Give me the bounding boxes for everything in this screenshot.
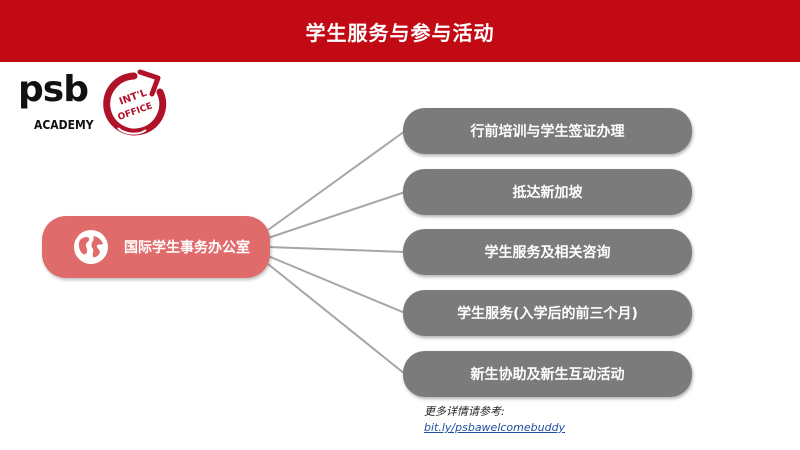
header-bar: 学生服务与参与活动 — [0, 0, 800, 62]
branch-node-3: 学生服务及相关咨询 — [403, 229, 692, 275]
branch-node-4: 学生服务(入学后的前三个月) — [403, 290, 692, 336]
footnote-link[interactable]: bit.ly/psbawelcomebuddy — [424, 421, 566, 434]
psb-logo-text: psb — [18, 69, 89, 110]
psb-academy-logo: psb ACADEMY — [18, 72, 102, 134]
branch-node-2: 抵达新加坡 — [403, 169, 692, 215]
center-node-label: 国际学生事务办公室 — [124, 240, 250, 256]
connector-line-2 — [267, 191, 406, 239]
footnote: 更多详情请参考: bit.ly/psbawelcomebuddy — [424, 404, 565, 436]
connector-line-5 — [267, 263, 406, 375]
globe-icon — [74, 230, 108, 264]
footnote-text: 更多详情请参考: — [424, 405, 505, 418]
intl-office-logo: INT'L OFFICE — [103, 69, 167, 136]
branch-node-5: 新生协助及新生互动活动 — [403, 351, 692, 397]
logo-area: psb ACADEMY INT'L OFFICE — [18, 69, 168, 142]
connector-line-1 — [267, 130, 406, 231]
connector-line-4 — [267, 255, 406, 314]
branch-node-1: 行前培训与学生签证办理 — [403, 108, 692, 154]
center-node: 国际学生事务办公室 — [42, 216, 270, 278]
academy-logo-text: ACADEMY — [34, 118, 94, 132]
page-title: 学生服务与参与活动 — [305, 20, 495, 45]
connector-line-3 — [267, 246, 406, 253]
